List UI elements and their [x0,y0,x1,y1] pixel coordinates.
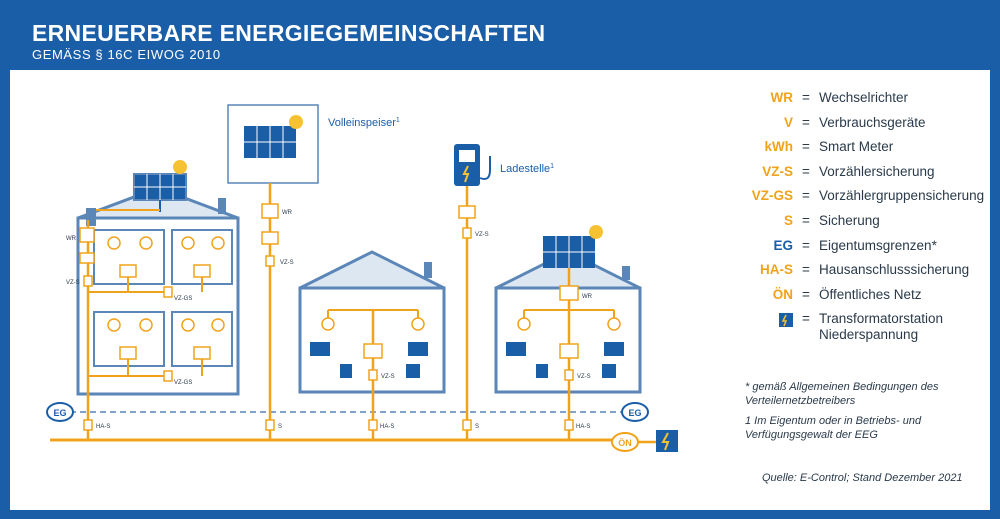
sun-icon [173,160,187,174]
legend-item: HA-S = Hausanschlusssicherung [730,262,985,287]
page-title: ERNEUERBARE ENERGIEGEMEINSCHAFTEN [32,20,546,46]
legend-item: VZ-GS = Vorzählergruppensicherung [730,188,985,213]
volleinspeiser-label: Volleinspeiser1 [328,117,400,129]
legend-abbr: ÖN [772,286,793,302]
legend-text: Hausanschlusssicherung [819,262,970,278]
transformer-icon [730,311,793,328]
legend-abbr: HA-S [760,262,793,278]
legend: WR = Wechselrichter V = Verbrauchsgeräte… [730,90,985,351]
legend-item: EG = Eigentumsgrenzen* [730,238,985,263]
solar-panel-icon [543,236,595,268]
energy-community-diagram: WR VZ-S VZ-GS VZ-GS HA-S [46,104,678,452]
s-label: S [475,424,479,430]
wr-label: WR [282,210,293,216]
legend-text: Transformatorstation Niederspannung [819,311,944,343]
legend-item: VZ-S = Vorzählersicherung [730,164,985,189]
house-consumer [298,250,446,440]
legend-abbr: kWh [764,139,794,155]
has-label: HA-S [380,424,394,430]
eg-right-label: EG [628,408,641,418]
legend-equals: = [802,163,810,179]
legend-equals: = [802,262,810,278]
legend-equals: = [802,286,810,302]
legend-abbr: VZ-S [762,163,793,179]
footnote-one: 1 Im Eigentum oder in Betriebs- und Verf… [745,415,922,441]
legend-text: Vorzählersicherung [819,163,935,179]
legend-equals: = [802,139,810,155]
footnotes: * gemäß Allgemeinen Bedingungen des Vert… [745,380,985,448]
legend-equals: = [802,90,810,105]
sun-icon [589,225,603,239]
eg-right-marker: EG [621,402,649,422]
eg-left-marker: EG [46,402,74,422]
legend-abbr: EG [773,237,793,253]
legend-text: Eigentumsgrenzen* [819,237,937,253]
vzgs-label: VZ-GS [174,380,192,386]
legend-item: WR = Wechselrichter [730,90,985,115]
volleinspeiser-unit [227,104,319,440]
legend-equals: = [802,311,810,327]
page-subtitle: GEMÄSS § 16C EIWOG 2010 [32,47,221,62]
wr-label: WR [66,236,77,242]
legend-text: Smart Meter [819,139,894,155]
transformer-icon [656,430,678,452]
vzs-label: VZ-S [280,260,294,266]
vzs-label: VZ-S [66,280,80,286]
legend-equals: = [802,188,810,204]
legend-text: Sicherung [819,212,880,228]
legend-equals: = [802,212,810,228]
oen-label: ÖN [618,438,632,448]
house-prosumer [494,225,642,440]
legend-item: V = Verbrauchsgeräte [730,115,985,140]
apartment-building [76,160,240,440]
legend-abbr: VZ-GS [751,188,793,204]
legend-item: S = Sicherung [730,213,985,238]
sun-icon [289,115,303,129]
diagram-panel: WR VZ-S VZ-GS VZ-GS HA-S [10,70,990,510]
legend-abbr: V [783,114,793,130]
legend-equals: = [802,114,810,130]
charging-station [454,144,491,440]
legend-item: = Transformatorstation Niederspannung [730,311,985,351]
solar-panel-icon [244,126,296,158]
footnote-star: * gemäß Allgemeinen Bedingungen des Vert… [745,381,939,407]
legend-abbr: S [783,212,793,228]
vzgs-label: VZ-GS [174,296,192,302]
legend-abbr: WR [770,90,794,105]
wr-label: WR [582,294,593,300]
legend-item: ÖN = Öffentliches Netz [730,287,985,312]
s-label: S [278,424,282,430]
vzs-label: VZ-S [381,374,395,380]
legend-text: Öffentliches Netz [819,286,922,302]
has-label: HA-S [576,424,590,430]
legend-item: kWh = Smart Meter [730,139,985,164]
ladestelle-label: Ladestelle1 [500,163,554,175]
oen-marker: ÖN [611,432,639,452]
eg-left-label: EG [53,408,66,418]
legend-text: Wechselrichter [819,90,909,105]
vzs-label: VZ-S [577,374,591,380]
source-note: Quelle: E-Control; Stand Dezember 2021 [762,472,963,484]
legend-equals: = [802,237,810,253]
has-label: HA-S [96,424,110,430]
vzs-label: VZ-S [475,232,489,238]
legend-text: Vorzählergruppensicherung [819,188,985,204]
legend-text: Verbrauchsgeräte [819,114,926,130]
